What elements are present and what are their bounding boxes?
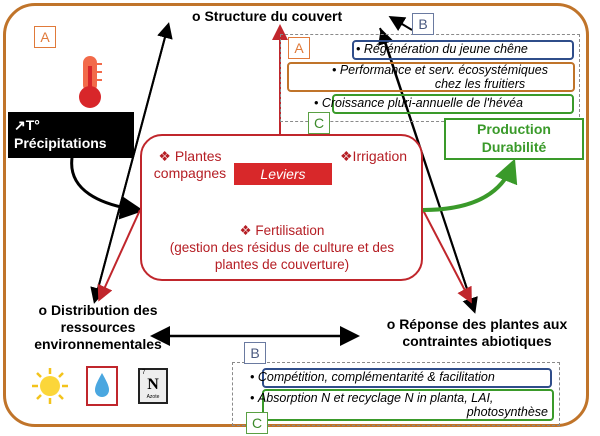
right-title: o Réponse des plantes aux contraintes ab… [372, 316, 582, 350]
lever-fert-line3: plantes de couverture) [214, 257, 350, 272]
output-text: Production Durabilité [444, 120, 584, 156]
bullet: • [250, 370, 258, 384]
highlight-orange-top [287, 62, 575, 92]
lever-fertilisation: ❖ Fertilisation (gestion des résidus de … [144, 222, 420, 273]
nitrogen-symbol: N [147, 376, 159, 393]
letter-b-bottom: B [244, 342, 266, 364]
top-item-2-line2: chez les fruitiers [434, 77, 526, 91]
left-title: o Distribution des ressources environnem… [24, 302, 172, 353]
letter-c-bottom: C [246, 412, 268, 434]
lever-plantes-line2: compagnes [153, 165, 227, 181]
climate-precipitation: Précipitations [14, 135, 107, 151]
bullet: • [314, 96, 322, 110]
output-box [444, 118, 584, 160]
lever-plantes-line1: ❖ Plantes [158, 148, 222, 164]
highlight-green-top [332, 94, 574, 114]
bottom-item-2: • Absorption N et recyclage N in planta,… [250, 391, 552, 419]
arrow-climate [70, 157, 144, 220]
letter-a-left: A [34, 26, 56, 48]
nitrogen-name: Azote [146, 394, 160, 400]
left-title-line2: ressources [60, 319, 136, 335]
bullet: • [356, 42, 364, 56]
top-title-text: Structure du couvert [204, 8, 343, 24]
left-title-line1: Distribution des [50, 302, 158, 318]
top-item-2: • Performance et serv. écosystémiques ch… [300, 63, 580, 91]
leviers-box [140, 134, 423, 281]
top-bullet: o [192, 8, 201, 24]
thermometer-icon [79, 56, 102, 108]
output-durabilite: Durabilité [481, 139, 547, 155]
sun-icon [32, 368, 68, 404]
top-item-2-line1: Performance et serv. écosystémiques [339, 63, 549, 77]
right-title-line1: Réponse des plantes aux [399, 316, 568, 332]
arrow-leviers-left [97, 209, 141, 302]
lever-fert-line1: ❖ Fertilisation [239, 223, 325, 238]
bottom-list-box [232, 362, 560, 426]
highlight-green-bottom [262, 389, 554, 421]
nitrogen-number: 7 [142, 370, 146, 376]
lever-fert-line2: (gestion des résidus de culture et des [169, 240, 395, 255]
bottom-item-1: • Compétition, complémentarité & facilit… [250, 370, 495, 384]
lever-irrigation: ❖Irrigation [340, 148, 408, 164]
arrow-right-to-top [378, 28, 475, 311]
top-item-1-text: Régénération du jeune chêne [363, 42, 528, 56]
top-item-3: • Croissance pluri-annuelle de l'hévéa [314, 96, 523, 110]
top-item-1: • Régénération du jeune chêne [356, 42, 528, 56]
bottom-item-2-line2: photosynthèse [466, 405, 548, 419]
arrow-top-to-left [90, 25, 169, 304]
highlight-blue-bottom [262, 368, 552, 388]
right-title-line2: contraintes abiotiques [402, 333, 552, 349]
bullet: • [331, 63, 340, 77]
climate-box: ↗T° Précipitations [8, 112, 134, 158]
left-title-line3: environnementales [34, 336, 162, 352]
highlight-blue-top [352, 40, 574, 60]
output-production: Production [477, 121, 551, 137]
top-item-3-text: Croissance pluri-annuelle de l'hévéa [321, 96, 523, 110]
bottom-item-1-text: Compétition, complémentarité & facilitat… [257, 370, 495, 384]
arrow-leviers-right [422, 209, 472, 304]
left-bullet: o [38, 302, 48, 318]
arrow-b-list [388, 15, 413, 32]
leviers-tag: Leviers [234, 163, 332, 185]
letter-c-top: C [308, 112, 330, 134]
top-title: o Structure du couvert [192, 8, 342, 24]
arrow-green-output [422, 158, 518, 212]
climate-temperature: ↗T° [14, 117, 40, 133]
letter-a-top: A [288, 37, 310, 59]
bottom-item-2-line1: Absorption N et recyclage N in planta, L… [257, 391, 494, 405]
nitrogen-tile-icon: 7 N Azote [138, 368, 168, 404]
right-bullet: o [386, 316, 396, 332]
bullet: • [250, 391, 258, 405]
letter-b-top: B [412, 13, 434, 35]
water-drop-icon [86, 366, 118, 406]
lever-plantes: ❖ Plantes compagnes [146, 148, 234, 182]
